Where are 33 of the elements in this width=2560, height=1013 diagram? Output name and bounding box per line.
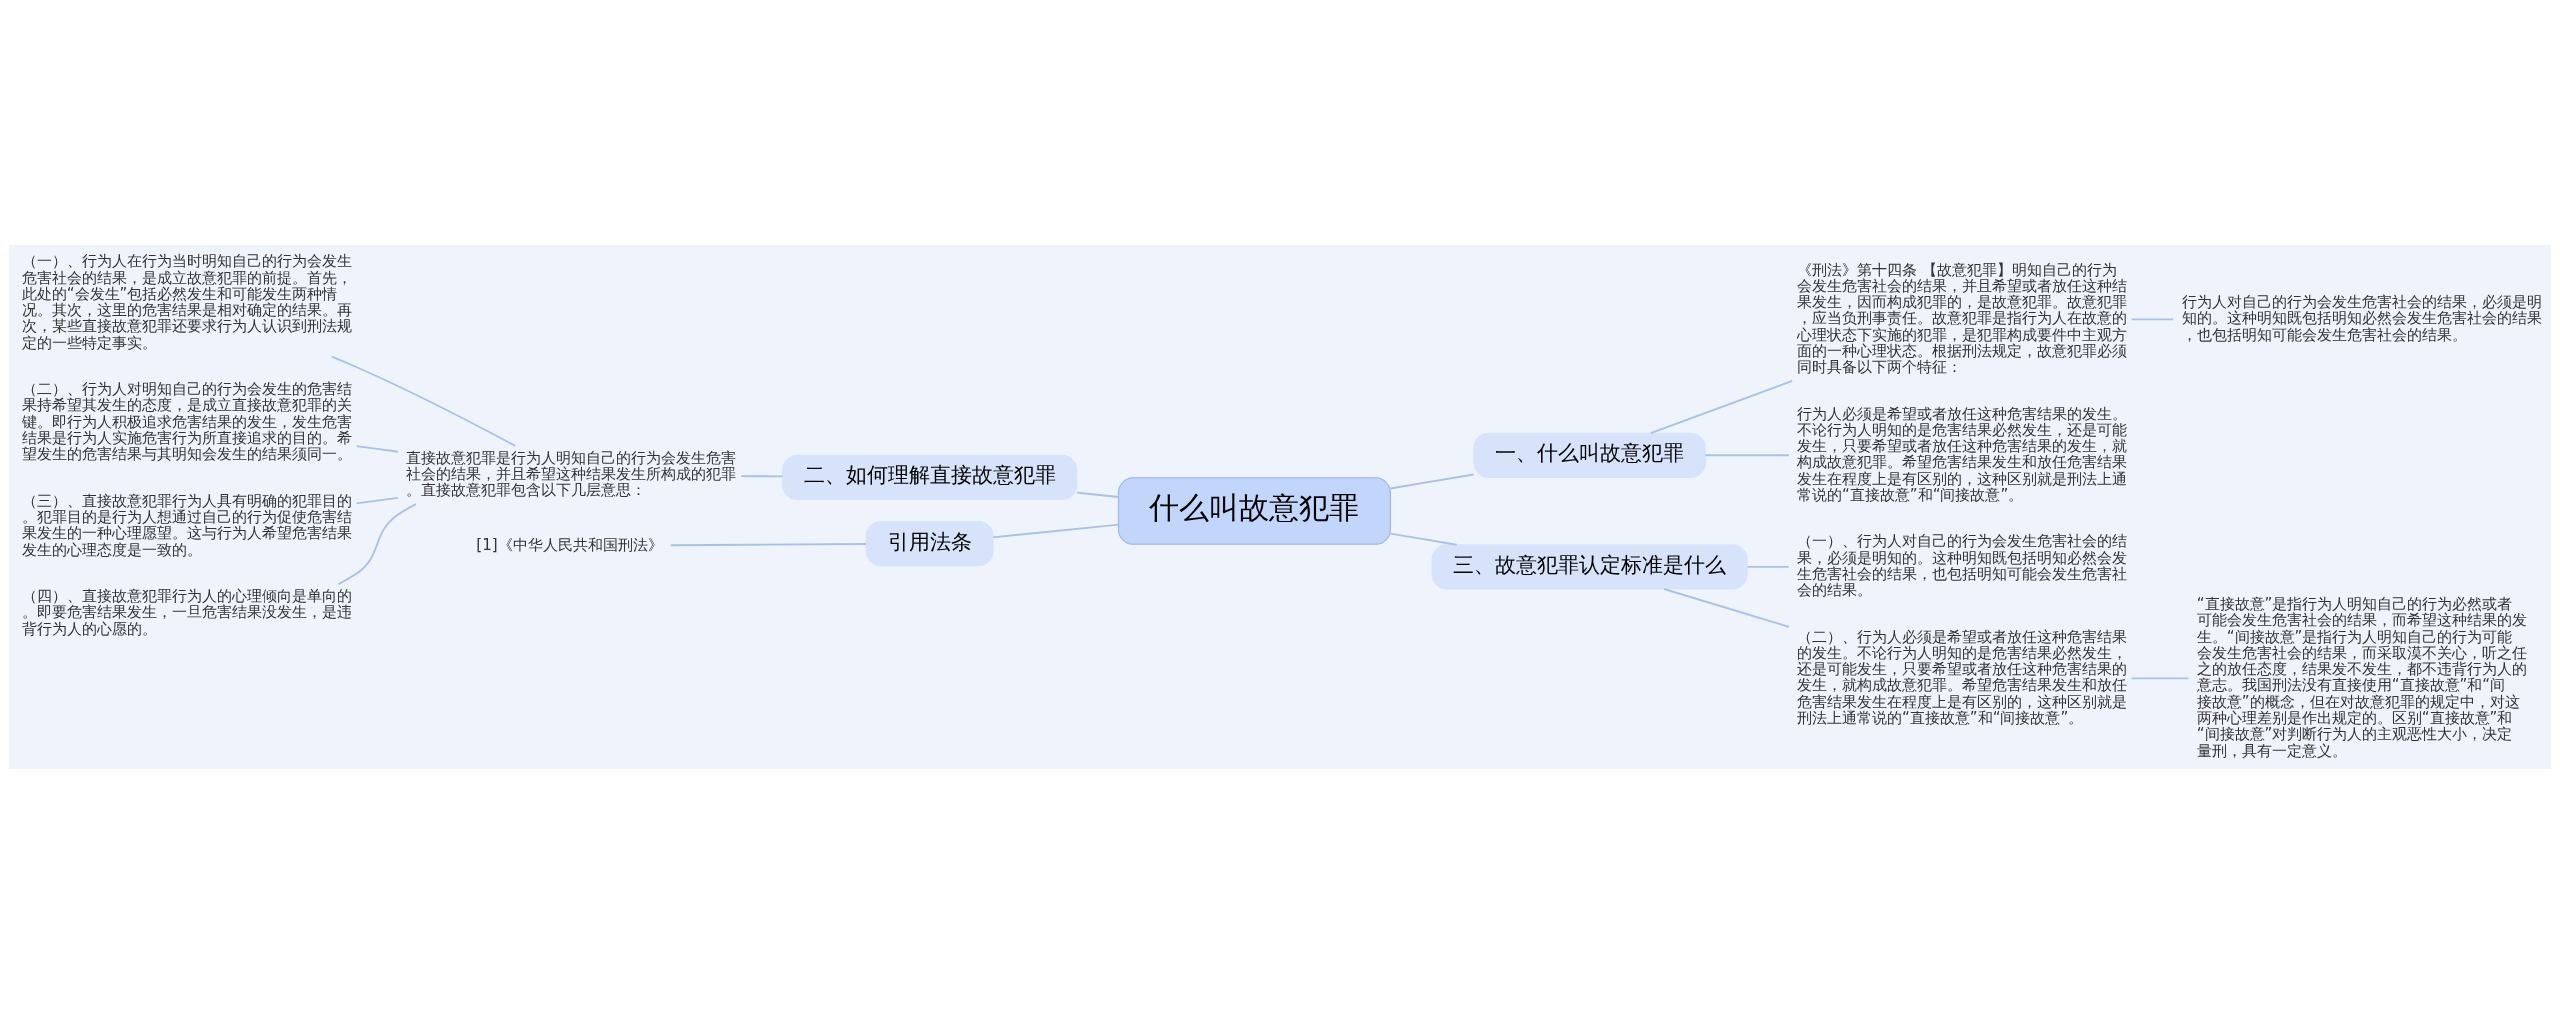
connector: [1663, 587, 1790, 628]
node-box: 一、什么叫故意犯罪: [1473, 432, 1706, 478]
node-box: 三、故意犯罪认定标准是什么: [1431, 543, 1748, 589]
connector: [1649, 379, 1794, 434]
node-text: [1]《中华人民共和国刑法》: [476, 535, 663, 554]
connector: [992, 523, 1120, 538]
connector: [330, 355, 517, 447]
connector: [1746, 565, 1790, 568]
node-text: （四）、直接故意犯罪行为人的心理倾向是单向的。即要危害结果发生，一旦危害结果没发生，是违背行为人的心愿的。: [21, 586, 352, 638]
node-box: 引用法条: [865, 520, 994, 566]
node-text: “直接故意”是指行为人明知自己的行为必然或者可能会发生危害社会的结果，而希望这种结果的发生。“间接故意”是指行为人明知自己的行为可能会发生危害社会的结果，而采取漠不关心，听之任之的放任态度，结果发不发生，都不违背行为人的意志。我国刑法没有直接使用“直接故意”和“间接故意”的概念，但在对故意犯罪的规定中，对这两种心理差别是作出规定的。区别“直接故意”和“间接故意”对判断行为人的主观恶性大小，决定量刑，具有一定意义。: [2196, 594, 2527, 760]
connector: [669, 542, 867, 546]
connector: [337, 502, 417, 585]
connector: [1076, 491, 1120, 498]
connector: [2130, 317, 2175, 320]
node-text: （一）、行为人在行为当时明知自己的行为会发生危害社会的结果，是成立故意犯罪的前提。首先，此处的“会发生”包括必然发生和可能发生两种情况。其次，这里的危害结果是相对确定的结果。再次，某些直接故意犯罪还要求行为人认识到刑法规定的一些特定事实。: [21, 251, 352, 352]
node-text: 行为人对自己的行为会发生危害社会的结果，必须是明知的。这种明知既包括明知必然会发生危害社会的结果，也包括明知可能会发生危害社会的结果。: [2181, 292, 2542, 344]
connector: [355, 496, 399, 504]
node-text: 行为人必须是希望或者放任这种危害结果的发生。不论行为人明知的是危害结果必然发生，还是可能发生，只要希望或者放任这种危害结果的发生，就构成故意犯罪。希望危害结果发生和放任危害结果发生在程度上是有区别的，这种区别就是刑法上通常说的“直接故意”和“间接故意”。: [1797, 404, 2128, 504]
node-text: （二）、行为人对明知自己的行为会发生的危害结果持希望其发生的态度，是成立直接故意犯罪的关键。即行为人积极追求危害结果的发生，发生危害结果是行为人实施危害行为所直接追求的目的。希望发生的危害结果与其明知会发生的结果须同一。: [21, 379, 352, 463]
node-text: （一）、行为人对自己的行为会发生危害社会的结果，必须是明知的。这种明知既包括明知必然会发生危害社会的结果，也包括明知可能会发生危害社会的结果。: [1797, 531, 2128, 599]
connector: [2130, 676, 2190, 679]
node-text: 直接故意犯罪是行为人明知自己的行为会发生危害社会的结果，并且希望这种结果发生所构成的犯罪。直接故意犯罪包含以下几层意思：: [406, 448, 737, 499]
node-text: 《刑法》第十四条 【故意犯罪】明知自己的行为会发生危害社会的结果，并且希望或者放任这种结果发生，因而构成犯罪的，是故意犯罪。故意犯罪，应当负刑事责任。故意犯罪是指行为人在故意的心理状态下实施的犯罪，是犯罪构成要件中主观方面的一种心理状态。根据刑法规定，故意犯罪必须同时具备以下两个特征：: [1797, 260, 2128, 376]
node-text: （二）、行为人必须是希望或者放任这种危害结果的发生。不论行为人明知的是危害结果必然发生，还是可能发生，只要希望或者放任这种危害结果的发生，就构成故意犯罪。希望危害结果发生和放任危害结果发生在程度上是有区别的，这种区别就是刑法上通常说的“直接故意”和“间接故意”。: [1797, 627, 2128, 727]
connector: [740, 474, 784, 477]
connector: [1389, 532, 1458, 546]
node-text: （三）、直接故意犯罪行为人具有明确的犯罪目的。犯罪目的是行为人想通过自己的行为促使危害结果发生的一种心理愿望。这与行为人希望危害结果发生的心理态度是一致的。: [21, 491, 352, 559]
connector: [355, 444, 399, 453]
connector: [1704, 453, 1790, 456]
node-box: 什么叫故意犯罪: [1117, 476, 1391, 545]
node-box: 二、如何理解直接故意犯罪: [782, 454, 1078, 500]
connector: [1389, 473, 1475, 489]
